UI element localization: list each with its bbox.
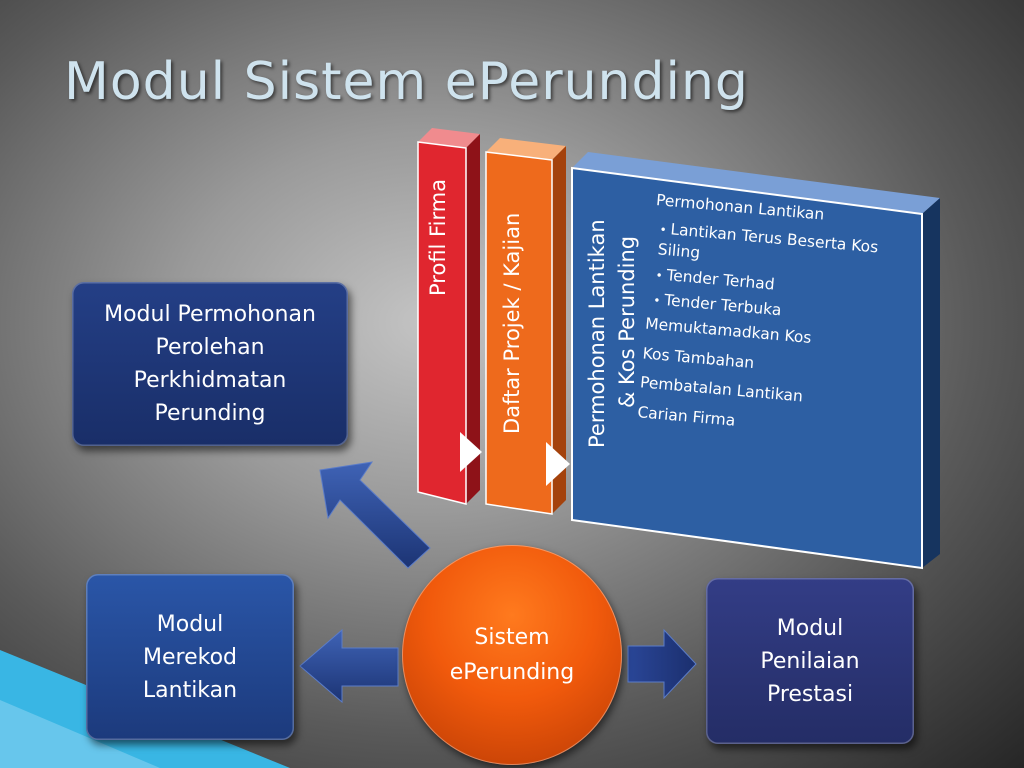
profil-firma-bar xyxy=(417,128,482,505)
panel-title-line: Permohonan Lantikan xyxy=(585,219,609,448)
modul-permohonan-box: Modul Permohonan Perolehan Perkhidmatan … xyxy=(72,282,348,446)
modul-penilaian-box: Modul Penilaian Prestasi xyxy=(706,578,914,744)
arrow-to-penilaian xyxy=(627,628,697,700)
sistem-eperunding-circle: Sistem ePerunding xyxy=(402,545,622,765)
center-line: Sistem xyxy=(474,624,550,650)
modul-merekod-line: Lantikan xyxy=(142,677,238,703)
modul-penilaian-line: Modul xyxy=(776,615,844,641)
modul-permohonan-line: Perolehan xyxy=(155,335,265,360)
corner-accent-light xyxy=(0,700,160,768)
modul-merekod-line: Merekod xyxy=(143,644,237,670)
panel-title: Permohonan Lantikan & Kos Perunding xyxy=(582,219,643,448)
modul-penilaian-line: Penilaian xyxy=(760,648,860,674)
daftar-projek-bar xyxy=(485,138,570,515)
modul-merekod-line: Modul xyxy=(156,611,224,637)
modul-penilaian-line: Prestasi xyxy=(766,681,854,707)
page-title: Modul Sistem ePerunding xyxy=(64,52,749,112)
modul-permohonan-line: Perunding xyxy=(154,401,266,426)
arrow-to-merekod xyxy=(299,628,399,704)
arrow-to-permohonan xyxy=(319,461,431,569)
modul-permohonan-line: Modul Permohonan xyxy=(104,302,316,327)
profil-firma-label: Profil Firma xyxy=(426,178,450,296)
modul-merekod-box: Modul Merekod Lantikan xyxy=(86,574,294,740)
modul-permohonan-line: Perkhidmatan xyxy=(133,368,287,393)
center-line: ePerunding xyxy=(449,660,575,685)
daftar-projek-label: Daftar Projek / Kajian xyxy=(500,212,524,434)
panel-item-list: Permohonan Lantikan Lantikan Terus Beser… xyxy=(636,190,914,455)
